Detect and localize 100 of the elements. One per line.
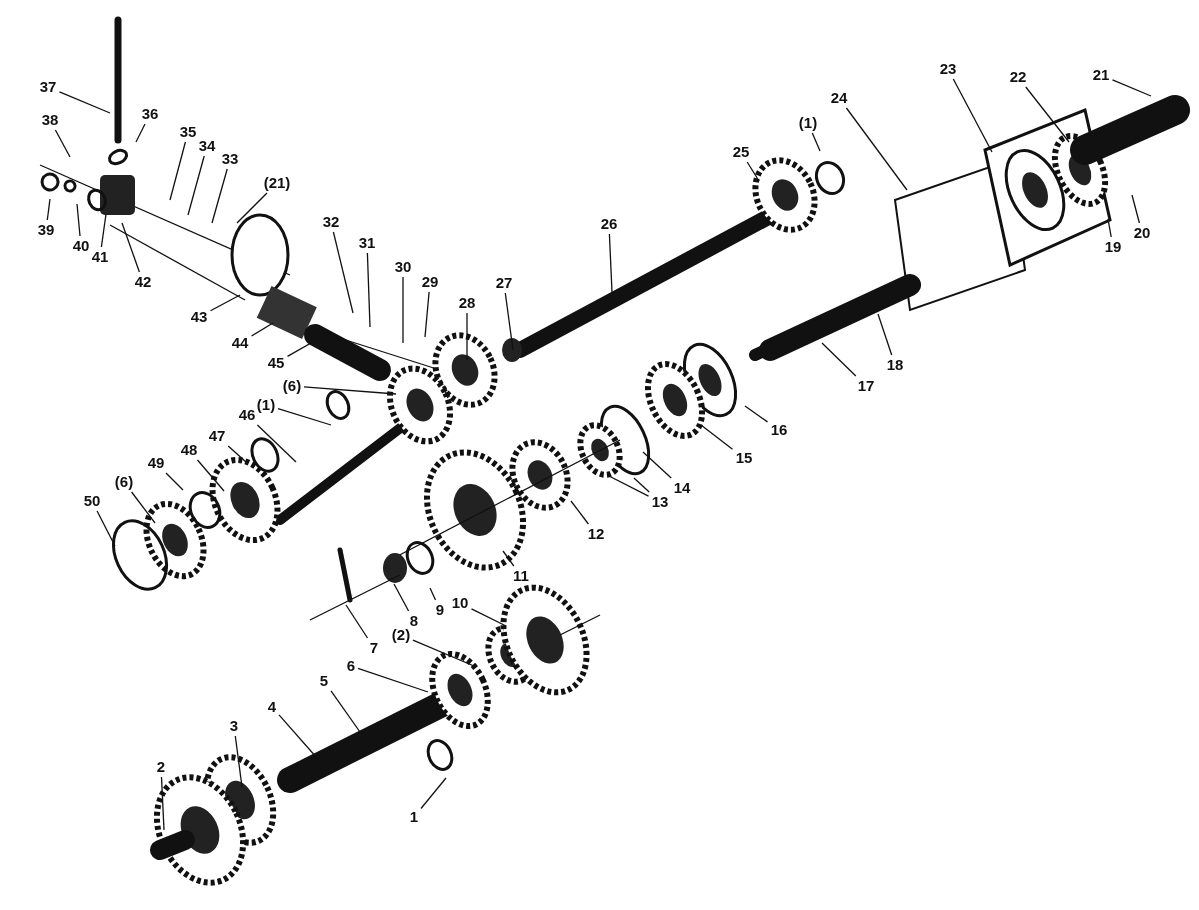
callout-number: 25 bbox=[731, 144, 751, 160]
leader-line bbox=[332, 231, 354, 314]
leader-line bbox=[227, 445, 247, 463]
leader-line bbox=[466, 312, 468, 361]
leader-line bbox=[211, 168, 228, 224]
callout-number: 39 bbox=[36, 222, 56, 238]
leader-line bbox=[303, 386, 397, 395]
callout-number: 8 bbox=[408, 613, 420, 629]
leader-line bbox=[330, 690, 361, 733]
callout-number: 32 bbox=[321, 214, 341, 230]
leader-line bbox=[357, 667, 429, 693]
leader-line bbox=[250, 322, 274, 337]
leader-line bbox=[58, 91, 111, 114]
callout-number: 3 bbox=[228, 718, 240, 734]
callout-number: (2) bbox=[390, 627, 412, 643]
callout-number: 46 bbox=[237, 407, 257, 423]
callout-number: 5 bbox=[318, 673, 330, 689]
callout-number: 15 bbox=[734, 450, 754, 466]
leader-line bbox=[234, 735, 243, 788]
leader-line bbox=[196, 459, 225, 492]
callout-number: 24 bbox=[829, 90, 849, 106]
leader-line bbox=[570, 500, 590, 525]
leader-line bbox=[277, 408, 332, 426]
callout-number: (6) bbox=[113, 474, 135, 490]
callout-number: (1) bbox=[255, 397, 277, 413]
callout-number: 10 bbox=[450, 595, 470, 611]
callout-number: 28 bbox=[457, 295, 477, 311]
leader-line bbox=[952, 78, 993, 153]
callout-number: 30 bbox=[393, 259, 413, 275]
callout-number: 13 bbox=[650, 494, 670, 510]
leader-line bbox=[821, 342, 857, 377]
callout-number: 22 bbox=[1008, 69, 1028, 85]
leader-line bbox=[845, 107, 908, 191]
leader-line bbox=[187, 155, 205, 216]
leader-line bbox=[169, 141, 187, 201]
leader-line bbox=[121, 222, 141, 273]
leader-line bbox=[424, 291, 430, 338]
leader-line bbox=[811, 132, 821, 152]
callout-number: 40 bbox=[71, 238, 91, 254]
callout-number: 27 bbox=[494, 275, 514, 291]
leader-line bbox=[412, 639, 475, 667]
callout-number: 18 bbox=[885, 357, 905, 373]
callout-number: 19 bbox=[1103, 239, 1123, 255]
callout-number: 38 bbox=[40, 112, 60, 128]
leader-line bbox=[130, 491, 156, 524]
leader-line bbox=[135, 123, 146, 143]
callout-number: 47 bbox=[207, 428, 227, 444]
callout-number: 6 bbox=[345, 658, 357, 674]
leader-line bbox=[877, 313, 893, 356]
callout-number: 33 bbox=[220, 151, 240, 167]
leader-line bbox=[642, 451, 672, 479]
callout-number: 12 bbox=[586, 526, 606, 542]
leader-line bbox=[402, 276, 404, 344]
leader-line bbox=[256, 424, 297, 463]
callout-number: 14 bbox=[672, 480, 692, 496]
callout-number: 4 bbox=[266, 699, 278, 715]
callout-number: 1 bbox=[408, 809, 420, 825]
leader-line bbox=[236, 192, 268, 224]
callout-number: 49 bbox=[146, 455, 166, 471]
callout-number: 9 bbox=[434, 602, 446, 618]
callout-number: 42 bbox=[133, 274, 153, 290]
leader-line bbox=[420, 777, 447, 810]
callout-number: 20 bbox=[1132, 225, 1152, 241]
callout-number: (1) bbox=[797, 115, 819, 131]
callout-number: 17 bbox=[856, 378, 876, 394]
callout-number: (6) bbox=[281, 378, 303, 394]
leader-line bbox=[502, 550, 515, 567]
leader-line bbox=[470, 608, 507, 627]
leader-line bbox=[429, 587, 437, 601]
callout-number: 34 bbox=[197, 138, 217, 154]
leader-line bbox=[345, 604, 369, 639]
callout-number: 29 bbox=[420, 274, 440, 290]
leader-line bbox=[96, 510, 116, 547]
callout-number: 45 bbox=[266, 355, 286, 371]
callout-number: 36 bbox=[140, 106, 160, 122]
callout-number: 26 bbox=[599, 216, 619, 232]
leader-line bbox=[744, 405, 769, 423]
callout-number: 11 bbox=[512, 568, 530, 584]
leader-line bbox=[100, 213, 107, 248]
leader-line bbox=[1131, 194, 1141, 224]
callout-number: 35 bbox=[178, 124, 198, 140]
leader-line bbox=[608, 475, 650, 497]
callout-number: 21 bbox=[1091, 67, 1111, 83]
callout-number: 2 bbox=[155, 759, 167, 775]
leader-line bbox=[608, 233, 613, 293]
leader-line bbox=[160, 776, 165, 831]
leader-line bbox=[366, 252, 371, 328]
leader-line bbox=[1111, 79, 1152, 97]
callout-number: (21) bbox=[262, 175, 292, 191]
leader-line bbox=[393, 583, 410, 612]
leader-line bbox=[504, 292, 514, 351]
leader-line bbox=[209, 294, 241, 312]
callout-number: 44 bbox=[230, 335, 250, 351]
callout-number: 48 bbox=[179, 442, 199, 458]
leader-line bbox=[1025, 86, 1070, 143]
callout-number: 16 bbox=[769, 422, 789, 438]
callout-number: 43 bbox=[189, 309, 209, 325]
leader-line bbox=[700, 424, 734, 450]
leader-line bbox=[46, 198, 51, 221]
callout-number: 7 bbox=[368, 640, 380, 656]
